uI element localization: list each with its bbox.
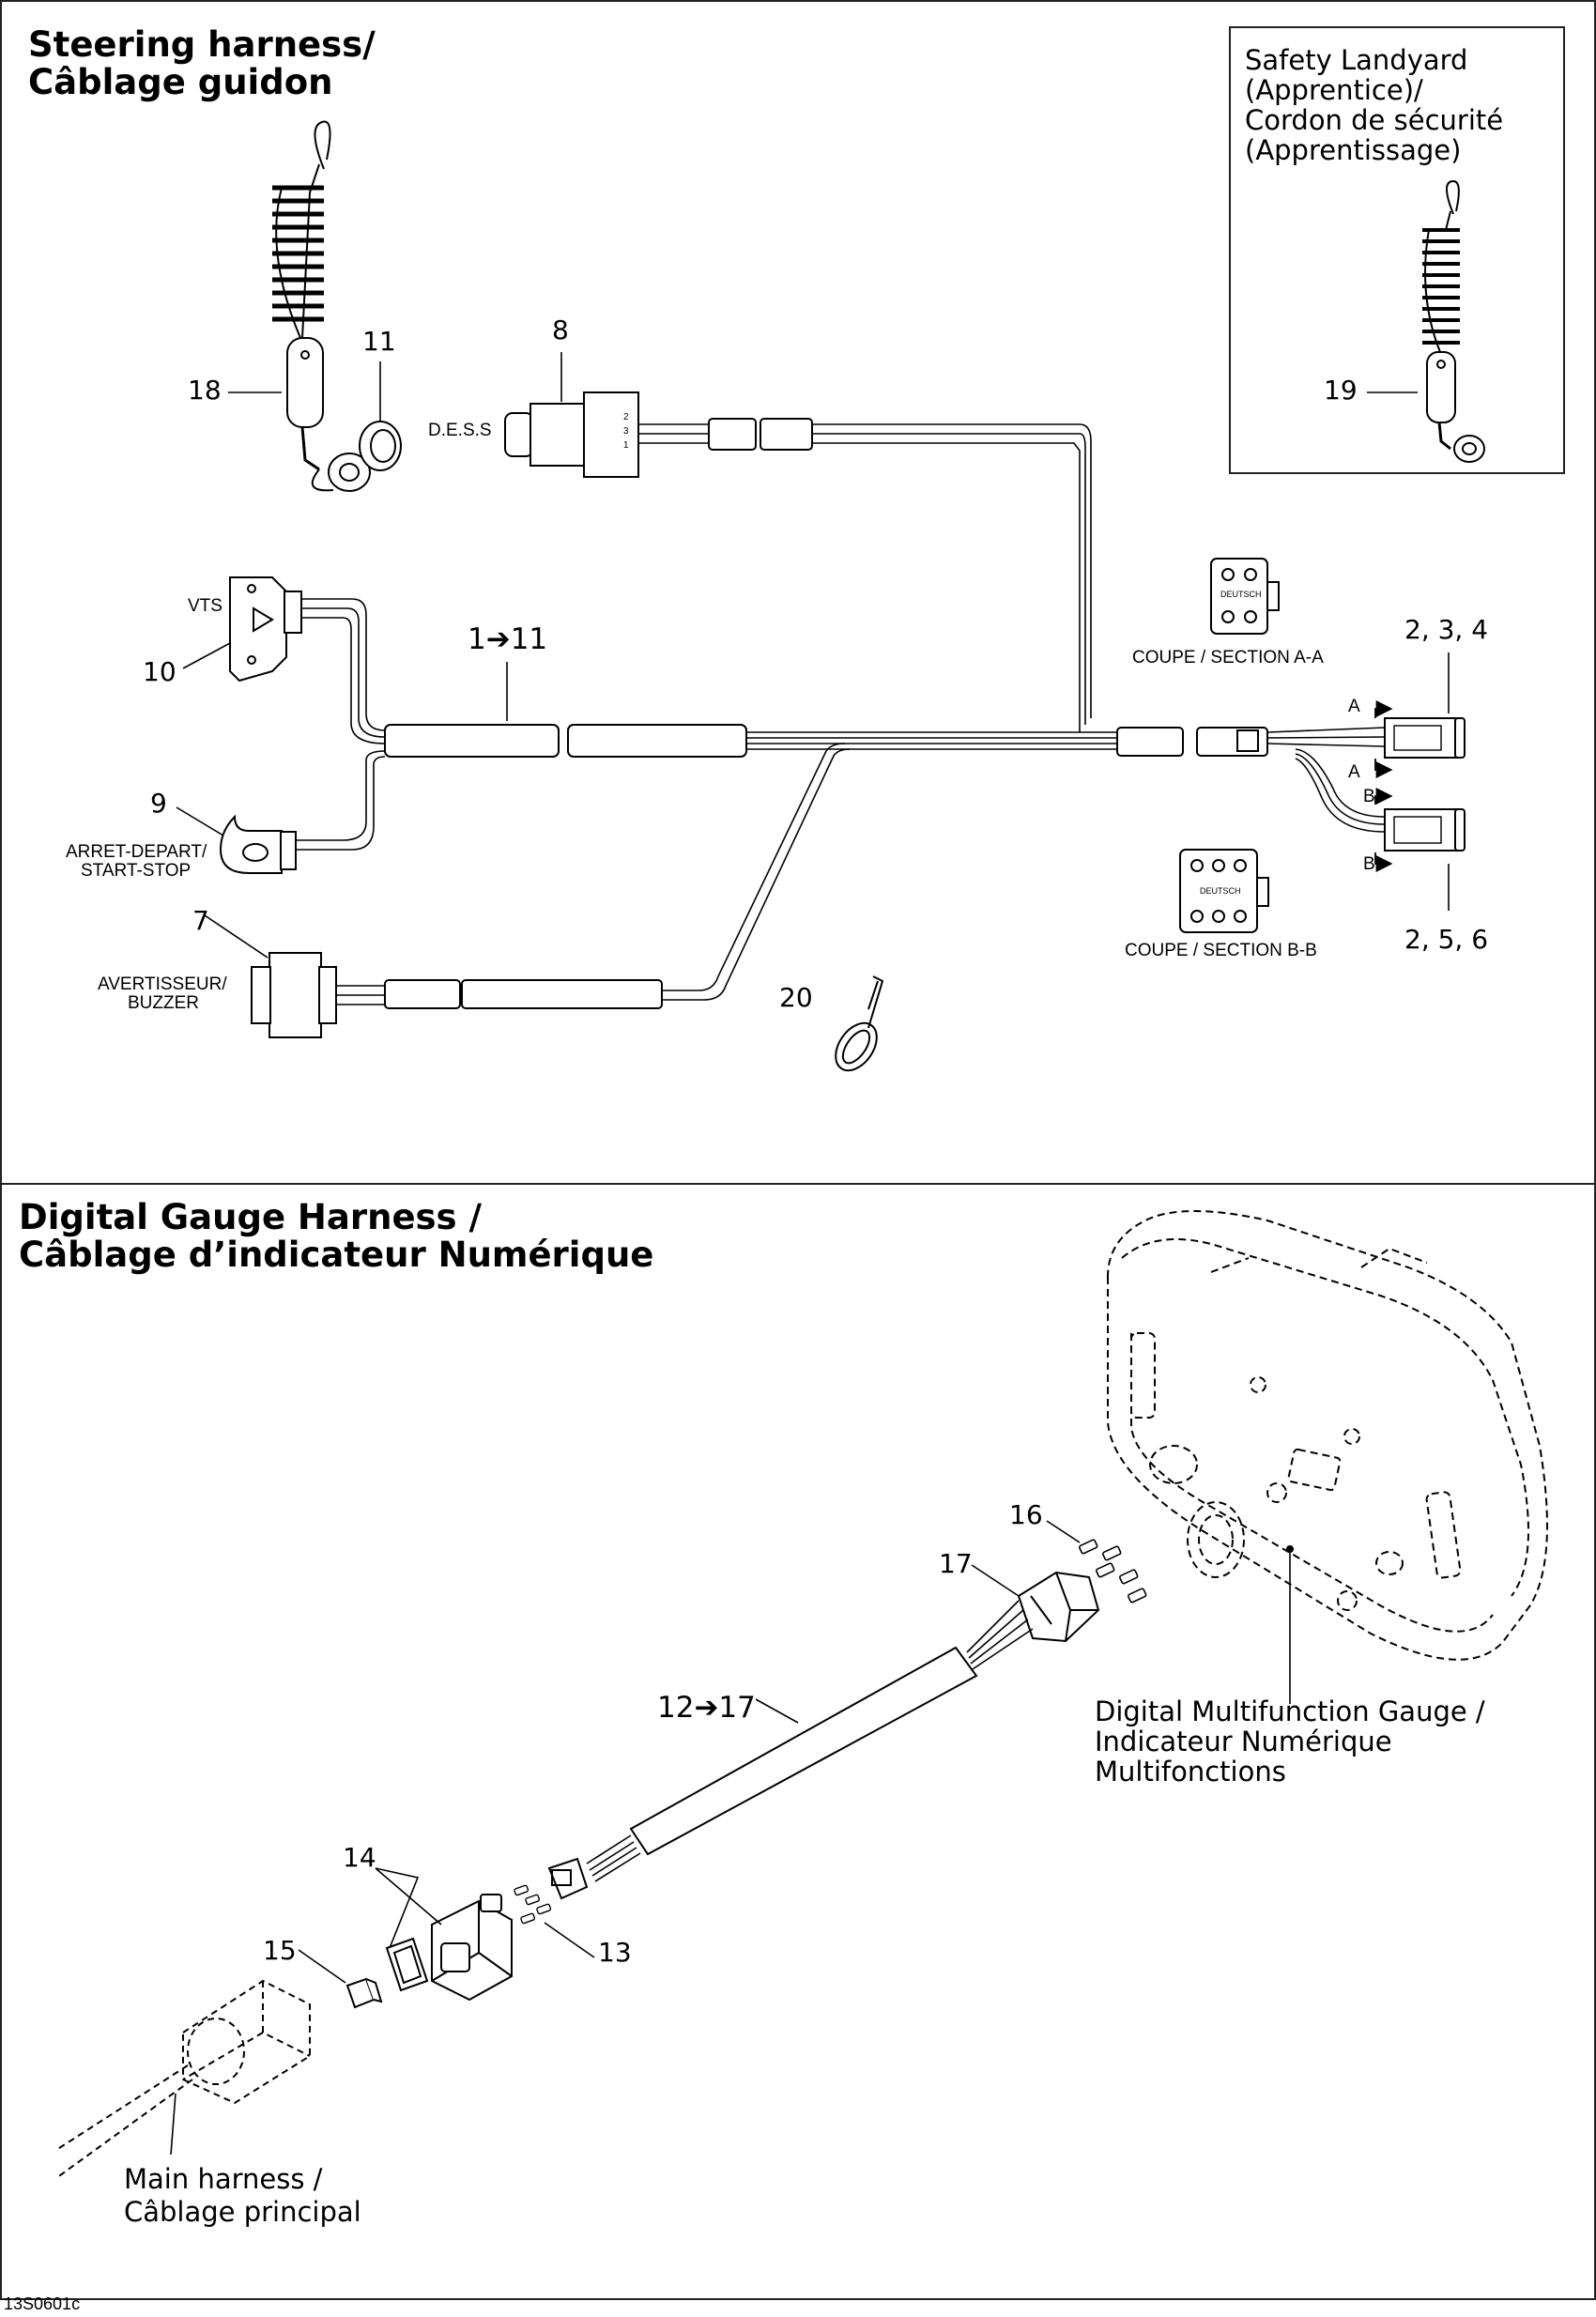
label-arret: ARRET-DEPART/ bbox=[66, 842, 207, 862]
callout-14: 14 bbox=[343, 1842, 376, 1873]
branch-wires bbox=[296, 598, 386, 851]
letter-a-bottom: A bbox=[1348, 762, 1360, 782]
safety-lanyard-coil bbox=[272, 120, 331, 339]
gauge-title-en: Digital Gauge Harness / bbox=[19, 1197, 482, 1237]
wedge-15 bbox=[345, 1977, 383, 2009]
connector-14 bbox=[431, 1894, 513, 2002]
callout-8: 8 bbox=[552, 315, 569, 345]
callout-9: 9 bbox=[150, 788, 167, 819]
gauge-label-2: Indicateur Numérique bbox=[1095, 1726, 1392, 1757]
letter-a-top: A bbox=[1348, 697, 1360, 716]
main-harness-label-2: Câblage principal bbox=[124, 2196, 361, 2228]
digital-gauge-panel bbox=[0, 1183, 1596, 2300]
connector-17 bbox=[1017, 1571, 1100, 1643]
gauge-label-3: Multifonctions bbox=[1095, 1756, 1286, 1788]
seal-14 bbox=[385, 1937, 429, 1992]
callout-2-3-4: 2, 3, 4 bbox=[1404, 614, 1489, 645]
label-avertisseur: AVERTISSEUR/ bbox=[98, 974, 227, 994]
connector-256 bbox=[1384, 808, 1461, 852]
lanyard-cap bbox=[286, 337, 324, 428]
svg-text:2: 2 bbox=[623, 412, 629, 422]
label-deutsch-bb: DEUTSCH bbox=[1200, 886, 1241, 896]
connector-13 bbox=[547, 1857, 589, 1900]
callout-17: 17 bbox=[939, 1548, 973, 1579]
dess-wires bbox=[638, 423, 1092, 732]
steering-title-en: Steering harness/ bbox=[28, 24, 376, 65]
svg-text:3: 3 bbox=[623, 426, 629, 437]
callout-16: 16 bbox=[1009, 1499, 1043, 1530]
label-start-stop: START-STOP bbox=[81, 861, 192, 881]
callout-10: 10 bbox=[143, 656, 176, 687]
callout-20: 20 bbox=[779, 982, 813, 1013]
callout-18: 18 bbox=[188, 375, 222, 406]
main-trunk bbox=[746, 731, 1117, 750]
main-harness-label-1: Main harness / bbox=[124, 2163, 323, 2195]
callout-15: 15 bbox=[263, 1935, 297, 1966]
label-vts: VTS bbox=[188, 596, 223, 616]
label-deutsch-aa: DEUTSCH bbox=[1220, 590, 1262, 599]
steering-title-fr: Câblage guidon bbox=[28, 62, 333, 102]
letter-b-top: B bbox=[1363, 787, 1375, 806]
callout-13: 13 bbox=[598, 1937, 632, 1968]
svg-text:1: 1 bbox=[623, 440, 629, 451]
callout-2-5-6: 2, 5, 6 bbox=[1404, 924, 1489, 955]
callout-7: 7 bbox=[192, 905, 209, 936]
footer-code: 13S0601c bbox=[4, 2294, 81, 2313]
buzzer bbox=[269, 952, 322, 1038]
gauge-housing bbox=[1107, 1210, 1548, 1661]
inset-lanyard bbox=[1422, 179, 1460, 353]
callout-19: 19 bbox=[1324, 375, 1358, 406]
inset-line-1: Safety Landyard bbox=[1245, 44, 1468, 76]
pins-16 bbox=[1079, 1539, 1147, 1603]
pins-13 bbox=[514, 1884, 552, 1925]
callout-12-17: 12➔17 bbox=[657, 1691, 756, 1725]
label-dess: D.E.S.S bbox=[428, 421, 492, 440]
section-bb-view bbox=[1179, 849, 1269, 933]
lanyard-clip bbox=[328, 453, 371, 492]
inset-line-4: (Apprentissage) bbox=[1245, 134, 1462, 166]
inset-line-2: (Apprentice)/ bbox=[1245, 74, 1423, 106]
section-aa-view bbox=[1210, 558, 1280, 635]
label-section-aa: COUPE / SECTION A-A bbox=[1132, 648, 1324, 667]
gauge-label-1: Digital Multifunction Gauge / bbox=[1095, 1696, 1485, 1727]
label-buzzer: BUZZER bbox=[128, 993, 199, 1013]
inset-line-3: Cordon de sécurité bbox=[1245, 104, 1504, 136]
cable-tie bbox=[835, 975, 884, 1072]
callout-1-11: 1➔11 bbox=[468, 622, 548, 656]
connector-234 bbox=[1384, 717, 1461, 759]
callout-11: 11 bbox=[362, 326, 396, 357]
safety-landyard-inset bbox=[1229, 26, 1565, 474]
main-harness-connector bbox=[55, 1979, 311, 2179]
label-section-bb: COUPE / SECTION B-B bbox=[1125, 941, 1317, 960]
gauge-title-fr: Câblage d’indicateur Numérique bbox=[19, 1235, 654, 1275]
harness-sleeve bbox=[629, 1646, 978, 1856]
letter-b-bottom: B bbox=[1363, 854, 1375, 874]
